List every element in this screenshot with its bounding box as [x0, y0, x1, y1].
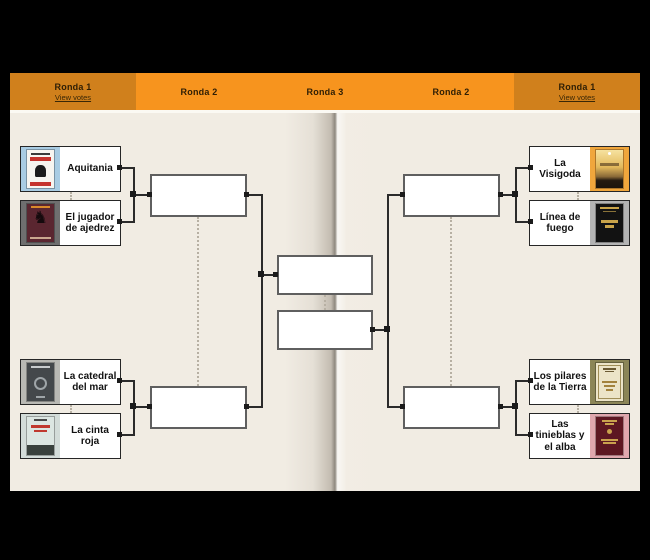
connector-line	[261, 274, 277, 276]
header-segment-ronda1-right: Ronda 1 View votes	[514, 73, 640, 110]
dotted-divider	[70, 192, 72, 200]
connector-line	[387, 194, 403, 196]
connector-cap	[117, 219, 122, 224]
connector-line	[516, 380, 529, 382]
dotted-divider	[324, 295, 326, 310]
connector-line	[121, 380, 134, 382]
connector-line	[516, 434, 529, 436]
connector-line	[500, 194, 516, 196]
chess-knight-icon: ♞	[32, 208, 49, 227]
connector-cap	[400, 192, 405, 197]
round2-slot-left-top	[150, 174, 247, 217]
round-label: Ronda 2	[432, 86, 470, 97]
la-visigoda-cover-icon	[590, 147, 629, 191]
book-title: La catedral del mar	[63, 370, 117, 393]
round-label: Ronda 2	[180, 86, 218, 97]
la-catedral-del-mar-cover-icon	[21, 360, 60, 404]
round3-slot-top	[277, 255, 373, 295]
connector-node	[130, 191, 136, 197]
book-card-la-catedral-del-mar[interactable]: La catedral del mar	[20, 359, 121, 405]
connector-line	[387, 406, 403, 408]
connector-cap	[117, 165, 122, 170]
round-label: Ronda 1	[54, 81, 92, 92]
header-segment-ronda1-left: Ronda 1 View votes	[10, 73, 136, 110]
dotted-divider	[70, 405, 72, 413]
dotted-divider	[450, 217, 452, 386]
connector-line	[516, 221, 529, 223]
la-cinta-roja-cover-icon	[21, 414, 60, 458]
book-title: Los pilares de la Tierra	[533, 370, 587, 393]
book-title: La Visigoda	[539, 157, 581, 180]
las-tinieblas-y-el-alba-cover-icon	[590, 414, 629, 458]
connector-cap	[244, 404, 249, 409]
round-label: Ronda 3	[306, 86, 344, 97]
book-card-linea-de-fuego[interactable]: Línea de fuego	[529, 200, 630, 246]
round-header-bar: Ronda 1 View votes Ronda 2 Ronda 3 Ronda…	[10, 73, 640, 110]
book-spine	[285, 113, 385, 491]
connector-line	[247, 194, 263, 196]
header-segment-ronda2-right: Ronda 2	[388, 73, 514, 110]
connector-cap	[273, 272, 278, 277]
connector-line	[516, 167, 529, 169]
connector-cap	[147, 192, 152, 197]
round-label: Ronda 1	[558, 81, 596, 92]
connector-line	[121, 221, 134, 223]
view-votes-link-left[interactable]: View votes	[54, 92, 92, 102]
aquitania-cover-icon	[21, 147, 60, 191]
connector-cap	[498, 192, 503, 197]
view-votes-link-right[interactable]: View votes	[558, 92, 596, 102]
connector-node	[384, 326, 390, 332]
connector-line	[261, 194, 263, 408]
dotted-divider	[577, 192, 579, 200]
connector-line	[247, 406, 263, 408]
connector-node	[512, 191, 518, 197]
connector-line	[121, 167, 134, 169]
book-title: El jugador de ajedrez	[65, 211, 115, 234]
book-card-las-tinieblas-y-el-alba[interactable]: Las tinieblas y el alba	[529, 413, 630, 459]
connector-cap	[244, 192, 249, 197]
dotted-divider	[577, 405, 579, 413]
connector-line	[373, 329, 389, 331]
connector-cap	[528, 432, 533, 437]
dotted-divider	[197, 217, 199, 386]
book-card-los-pilares-de-la-tierra[interactable]: Los pilares de la Tierra	[529, 359, 630, 405]
book-title: Aquitania	[67, 163, 113, 175]
connector-cap	[400, 404, 405, 409]
connector-node	[512, 403, 518, 409]
book-card-la-cinta-roja[interactable]: La cinta roja	[20, 413, 121, 459]
book-card-la-visigoda[interactable]: La Visigoda	[529, 146, 630, 192]
connector-line	[500, 406, 516, 408]
connector-line	[121, 434, 134, 436]
el-jugador-de-ajedrez-cover-icon: ♞	[21, 201, 60, 245]
connector-node	[258, 271, 264, 277]
linea-de-fuego-cover-icon	[590, 201, 629, 245]
connector-cap	[117, 432, 122, 437]
header-segment-ronda3: Ronda 3	[262, 73, 388, 110]
header-segment-ronda2-left: Ronda 2	[136, 73, 262, 110]
connector-line	[134, 406, 150, 408]
connector-cap	[498, 404, 503, 409]
connector-cap	[528, 219, 533, 224]
round3-slot-bottom	[277, 310, 373, 350]
connector-cap	[528, 165, 533, 170]
los-pilares-de-la-tierra-cover-icon	[590, 360, 629, 404]
book-card-el-jugador-de-ajedrez[interactable]: ♞ El jugador de ajedrez	[20, 200, 121, 246]
book-title: La cinta roja	[71, 424, 109, 447]
connector-cap	[117, 378, 122, 383]
connector-cap	[147, 404, 152, 409]
connector-line	[387, 194, 389, 408]
round2-slot-left-bottom	[150, 386, 247, 429]
round2-slot-right-top	[403, 174, 500, 217]
round2-slot-right-bottom	[403, 386, 500, 429]
book-card-aquitania[interactable]: Aquitania	[20, 146, 121, 192]
connector-cap	[528, 378, 533, 383]
book-title: Línea de fuego	[539, 211, 581, 234]
connector-cap	[370, 327, 375, 332]
connector-line	[134, 194, 150, 196]
book-title: Las tinieblas y el alba	[535, 419, 585, 453]
connector-node	[130, 403, 136, 409]
